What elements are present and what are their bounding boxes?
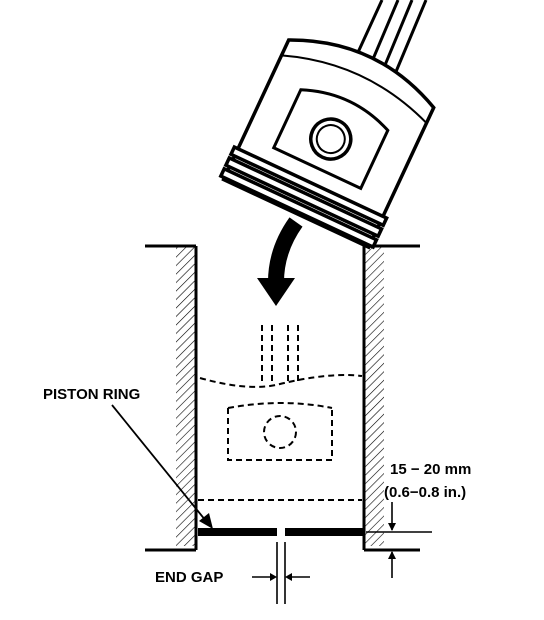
- piston: [218, 38, 436, 250]
- piston-ring-leader: [111, 404, 213, 529]
- piston-rings: [218, 144, 389, 250]
- piston-with-rod: [218, 0, 436, 250]
- piston-ring-label: PISTON RING: [43, 386, 140, 403]
- phantom-piston: [198, 325, 363, 501]
- cylinder-wall-left: [145, 244, 198, 552]
- depth-metric-label: 15 − 20 mm: [390, 461, 471, 478]
- depth-imperial-label: (0.6−0.8 in.): [384, 484, 466, 501]
- depth-dimension: [366, 502, 432, 578]
- cylinder-wall-right: [362, 244, 420, 552]
- end-gap-dimension: [252, 542, 310, 604]
- curved-arrow-down-icon: [257, 217, 303, 306]
- end-gap-label: END GAP: [155, 569, 223, 586]
- piston-ring-in-bore: [198, 528, 364, 536]
